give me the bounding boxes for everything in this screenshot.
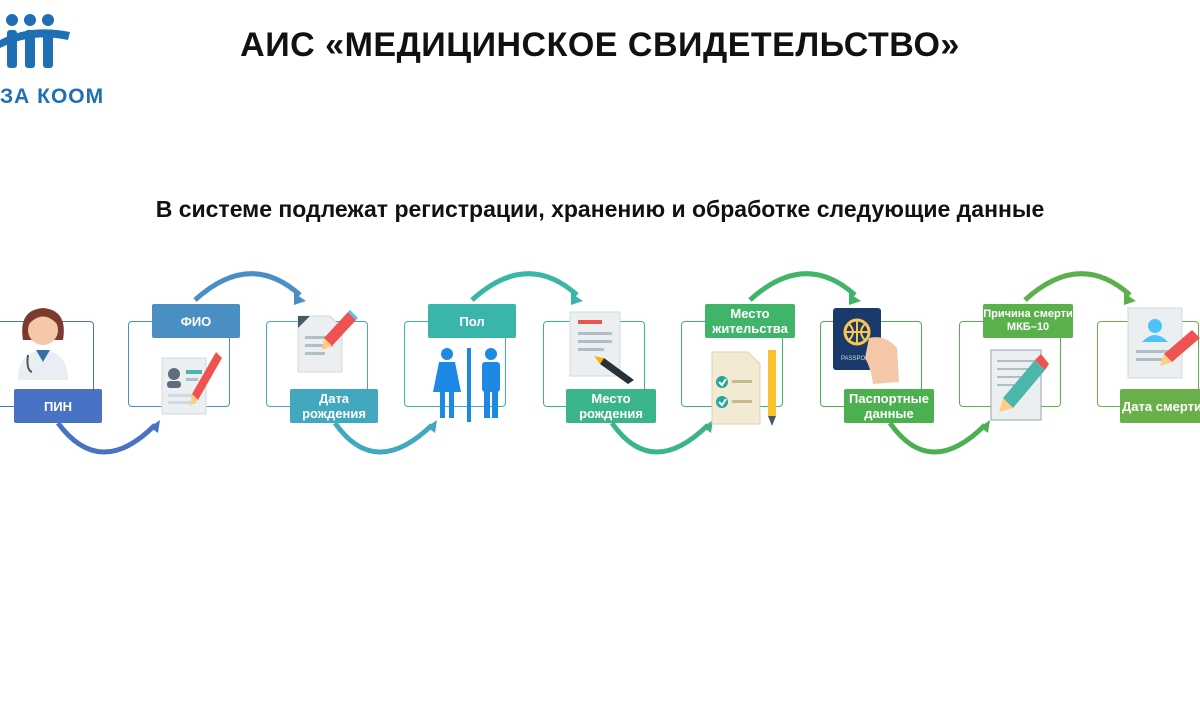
page-subtitle: В системе подлежат регистрации, хранению…	[155, 196, 1045, 222]
step-label-birthdate: Дата рождения	[290, 389, 378, 423]
id-card-pen-icon	[161, 352, 222, 415]
step-label-sex: Пол	[428, 304, 516, 338]
arrow-fio-birthdate	[193, 271, 302, 302]
arrow-residence-passport	[748, 271, 857, 302]
step-label-death-date: Дата смерти	[1120, 389, 1200, 423]
page-title: АИС «МЕДИЦИНСКОЕ СВИДЕТЕЛЬСТВО»	[240, 26, 960, 64]
arrow-birthdate-sex	[332, 421, 434, 455]
step-label-pin: ПИН	[14, 389, 102, 423]
notepad-pen-icon	[990, 349, 1049, 421]
data-flow: ПИН ФИО Дата рождения	[0, 255, 1200, 475]
passport-word: PASSPORT	[841, 356, 873, 362]
arrow-passport-cause	[887, 421, 987, 455]
logo-people-icon	[0, 14, 70, 68]
arrow-pin-fio	[55, 421, 157, 455]
checklist-icon	[711, 350, 776, 426]
step-label-death-cause: Причина смерти МКБ–10	[983, 304, 1073, 338]
step-label-passport: Паспортные данные	[844, 389, 934, 423]
doctor-icon	[18, 308, 68, 380]
profile-document-icon	[1127, 307, 1200, 379]
document-fountain-pen-icon	[569, 311, 634, 384]
logo: ЗА КООМ	[0, 10, 103, 108]
document-pen-icon	[297, 310, 358, 373]
passport-icon: PASSPORT	[833, 308, 899, 384]
restroom-icon	[433, 348, 500, 422]
logo-text: ЗА КООМ	[0, 85, 105, 108]
step-label-fio: ФИО	[152, 304, 240, 338]
flow-arrows	[55, 271, 1136, 455]
step-label-birthplace: Место рождения	[566, 389, 656, 423]
arrow-birthplace-residence	[609, 421, 710, 455]
step-label-residence: Место жительства	[705, 304, 795, 338]
arrow-sex-birthplace	[470, 271, 579, 302]
arrow-cause-deathdate	[1023, 271, 1132, 302]
